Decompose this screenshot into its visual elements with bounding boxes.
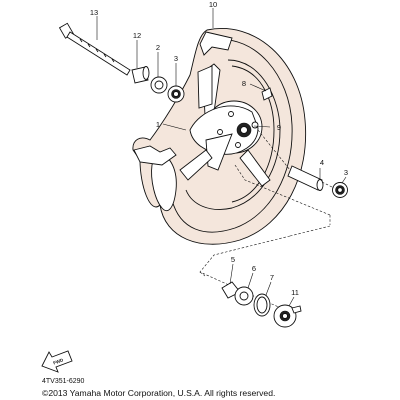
callout-11: 11: [291, 288, 299, 297]
callout-labels: 13 12 2 3 10 8 1 9 4 3 5 6 7 11: [90, 0, 348, 297]
callout-10: 8: [242, 79, 246, 88]
fwd-arrow-icon: FWD: [41, 350, 73, 373]
callout-7: 7: [270, 273, 274, 282]
leader-lines: [96, 8, 347, 307]
axle: [58, 22, 131, 76]
oil-seal-right: [234, 286, 254, 306]
callout-8: 10: [209, 0, 217, 9]
bearing-left: [167, 85, 185, 103]
callout-2: 2: [156, 43, 160, 52]
callout-4: 4: [320, 158, 324, 167]
meter-gear: [273, 304, 302, 328]
wheel-hub: [179, 63, 273, 187]
fwd-label: FWD: [53, 357, 65, 365]
callout-5: 5: [231, 255, 235, 264]
callout-6: 6: [252, 264, 256, 273]
callout-3-lower: 3: [344, 168, 348, 177]
copyright-notice: ©2013 Yamaha Motor Corporation, U.S.A. A…: [42, 388, 275, 398]
spacer: [287, 165, 324, 191]
part-code: 4TV351-6290: [42, 378, 85, 385]
callout-12: 12: [133, 31, 141, 40]
oil-seal-left: [150, 76, 168, 94]
ring: [253, 293, 271, 317]
callout-13: 13: [90, 8, 98, 17]
bearing-right: [332, 182, 348, 198]
callout-9: 9: [277, 123, 281, 132]
callout-3-upper: 3: [174, 54, 178, 63]
collar: [131, 66, 150, 84]
callout-1: 1: [156, 120, 160, 129]
